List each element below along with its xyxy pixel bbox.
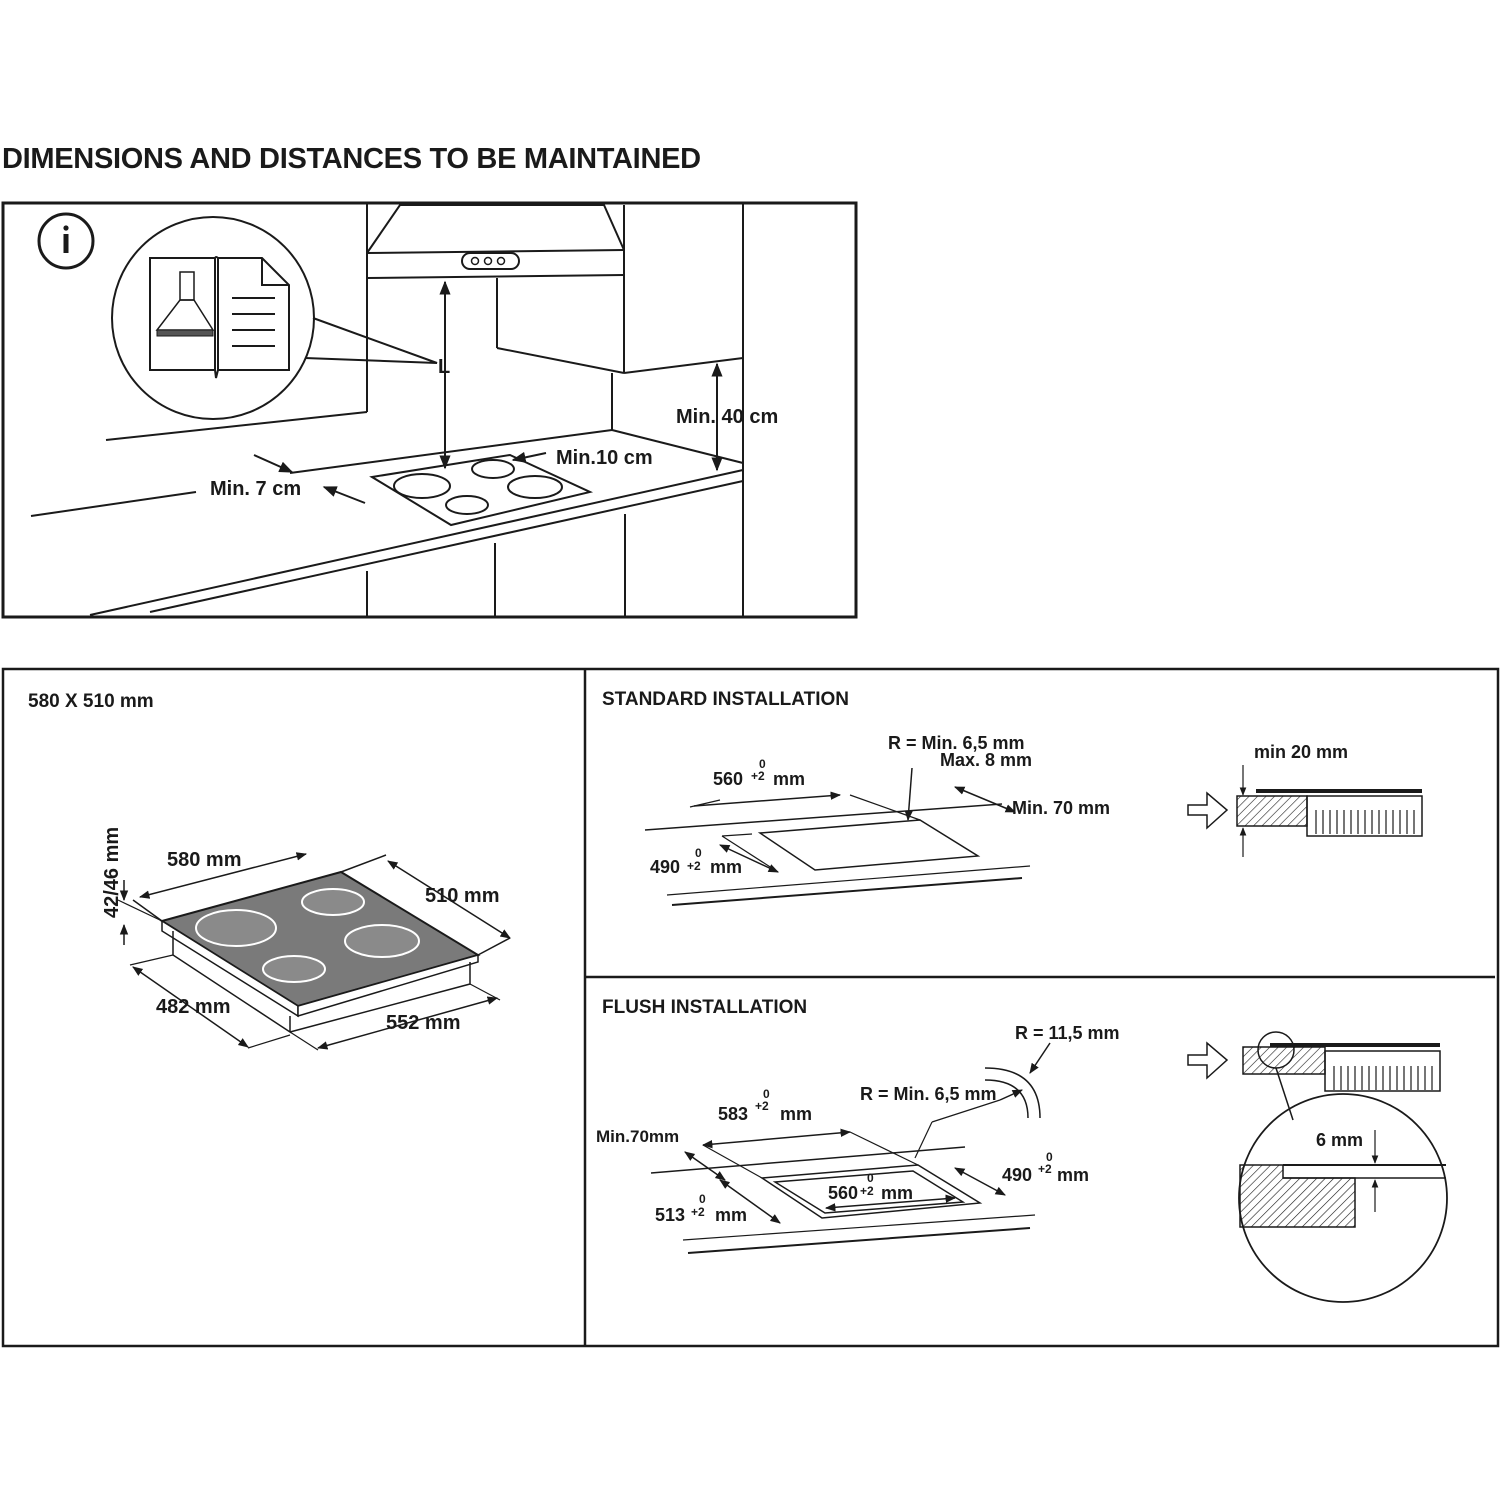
standard-d490-value: 490 <box>650 857 681 877</box>
flush-d490-value: 490 <box>1002 1165 1033 1185</box>
dim-482-label: 482 mm <box>156 996 231 1018</box>
flush-d490-unit: mm <box>1057 1165 1090 1185</box>
flush-d513-value: 513 <box>655 1205 686 1225</box>
kitchen-panel <box>1 201 858 619</box>
dim-510-label: 510 mm <box>425 885 500 907</box>
flush-w583-value: 583 <box>718 1104 749 1124</box>
flush-heading: FLUSH INSTALLATION <box>602 997 808 1018</box>
standard-d490-tol-bottom: +2 <box>687 859 701 873</box>
dim-552-label: 552 mm <box>386 1012 461 1034</box>
flush-cutout-drawing <box>650 1042 1051 1254</box>
flush-radius-115: R = 11,5 mm <box>1015 1023 1120 1043</box>
standard-radius-max: Max. 8 mm <box>940 750 1033 770</box>
min-40-label: Min. 40 cm <box>676 406 779 428</box>
flush-w560-value: 560 <box>828 1183 859 1203</box>
flush-w560-tol-top: 0 <box>867 1171 874 1185</box>
cooker-hood <box>366 204 625 279</box>
standard-d490-tol-top: 0 <box>695 846 702 860</box>
flush-section-detail <box>1187 1031 1448 1303</box>
manual-callout-icon <box>111 216 438 420</box>
bottom-frame <box>1 667 1500 1348</box>
hob-dimension-drawing <box>117 852 511 1051</box>
standard-w560-tol-bottom: +2 <box>751 769 765 783</box>
flush-w583-tol-bottom: +2 <box>755 1099 769 1113</box>
min-10-label: Min.10 cm <box>556 447 653 469</box>
flush-w583-unit: mm <box>780 1104 813 1124</box>
standard-min20-label: min 20 mm <box>1254 742 1349 762</box>
dim-580-label: 580 mm <box>167 849 242 871</box>
flush-d490-tol-bottom: +2 <box>1038 1162 1052 1176</box>
flush-w583-tol-top: 0 <box>763 1087 770 1101</box>
standard-cutout-drawing <box>644 767 1031 906</box>
standard-radius-min: R = Min. 6,5 mm <box>888 733 1025 753</box>
flush-d513-unit: mm <box>715 1205 748 1225</box>
standard-w560-unit: mm <box>773 769 806 789</box>
hob-top-view <box>369 453 594 527</box>
flush-w560-unit: mm <box>881 1183 914 1203</box>
hob-size-title: 580 X 510 mm <box>28 691 154 712</box>
flush-radius-min: R = Min. 6,5 mm <box>860 1084 997 1104</box>
flush-d513-tol-bottom: +2 <box>691 1205 705 1219</box>
flush-min70-label: Min.70mm <box>596 1127 680 1146</box>
distance-L-label: L <box>438 356 451 378</box>
standard-min70-label: Min. 70 mm <box>1012 798 1111 818</box>
flush-d513-tol-top: 0 <box>699 1192 706 1206</box>
flush-6mm-label: 6 mm <box>1316 1130 1364 1150</box>
standard-w560-value: 560 <box>713 769 744 789</box>
info-icon <box>37 212 95 270</box>
dim-height-label: 42/46 mm <box>101 826 123 918</box>
standard-heading: STANDARD INSTALLATION <box>602 689 849 710</box>
flush-d490-tol-top: 0 <box>1046 1150 1053 1164</box>
standard-w560-tol-top: 0 <box>759 757 766 771</box>
standard-section-detail <box>1187 765 1423 857</box>
min-7-label: Min. 7 cm <box>210 478 302 500</box>
page-title: DIMENSIONS AND DISTANCES TO BE MAINTAINE… <box>2 143 701 175</box>
flush-w560-tol-bottom: +2 <box>860 1184 874 1198</box>
standard-d490-unit: mm <box>710 857 743 877</box>
